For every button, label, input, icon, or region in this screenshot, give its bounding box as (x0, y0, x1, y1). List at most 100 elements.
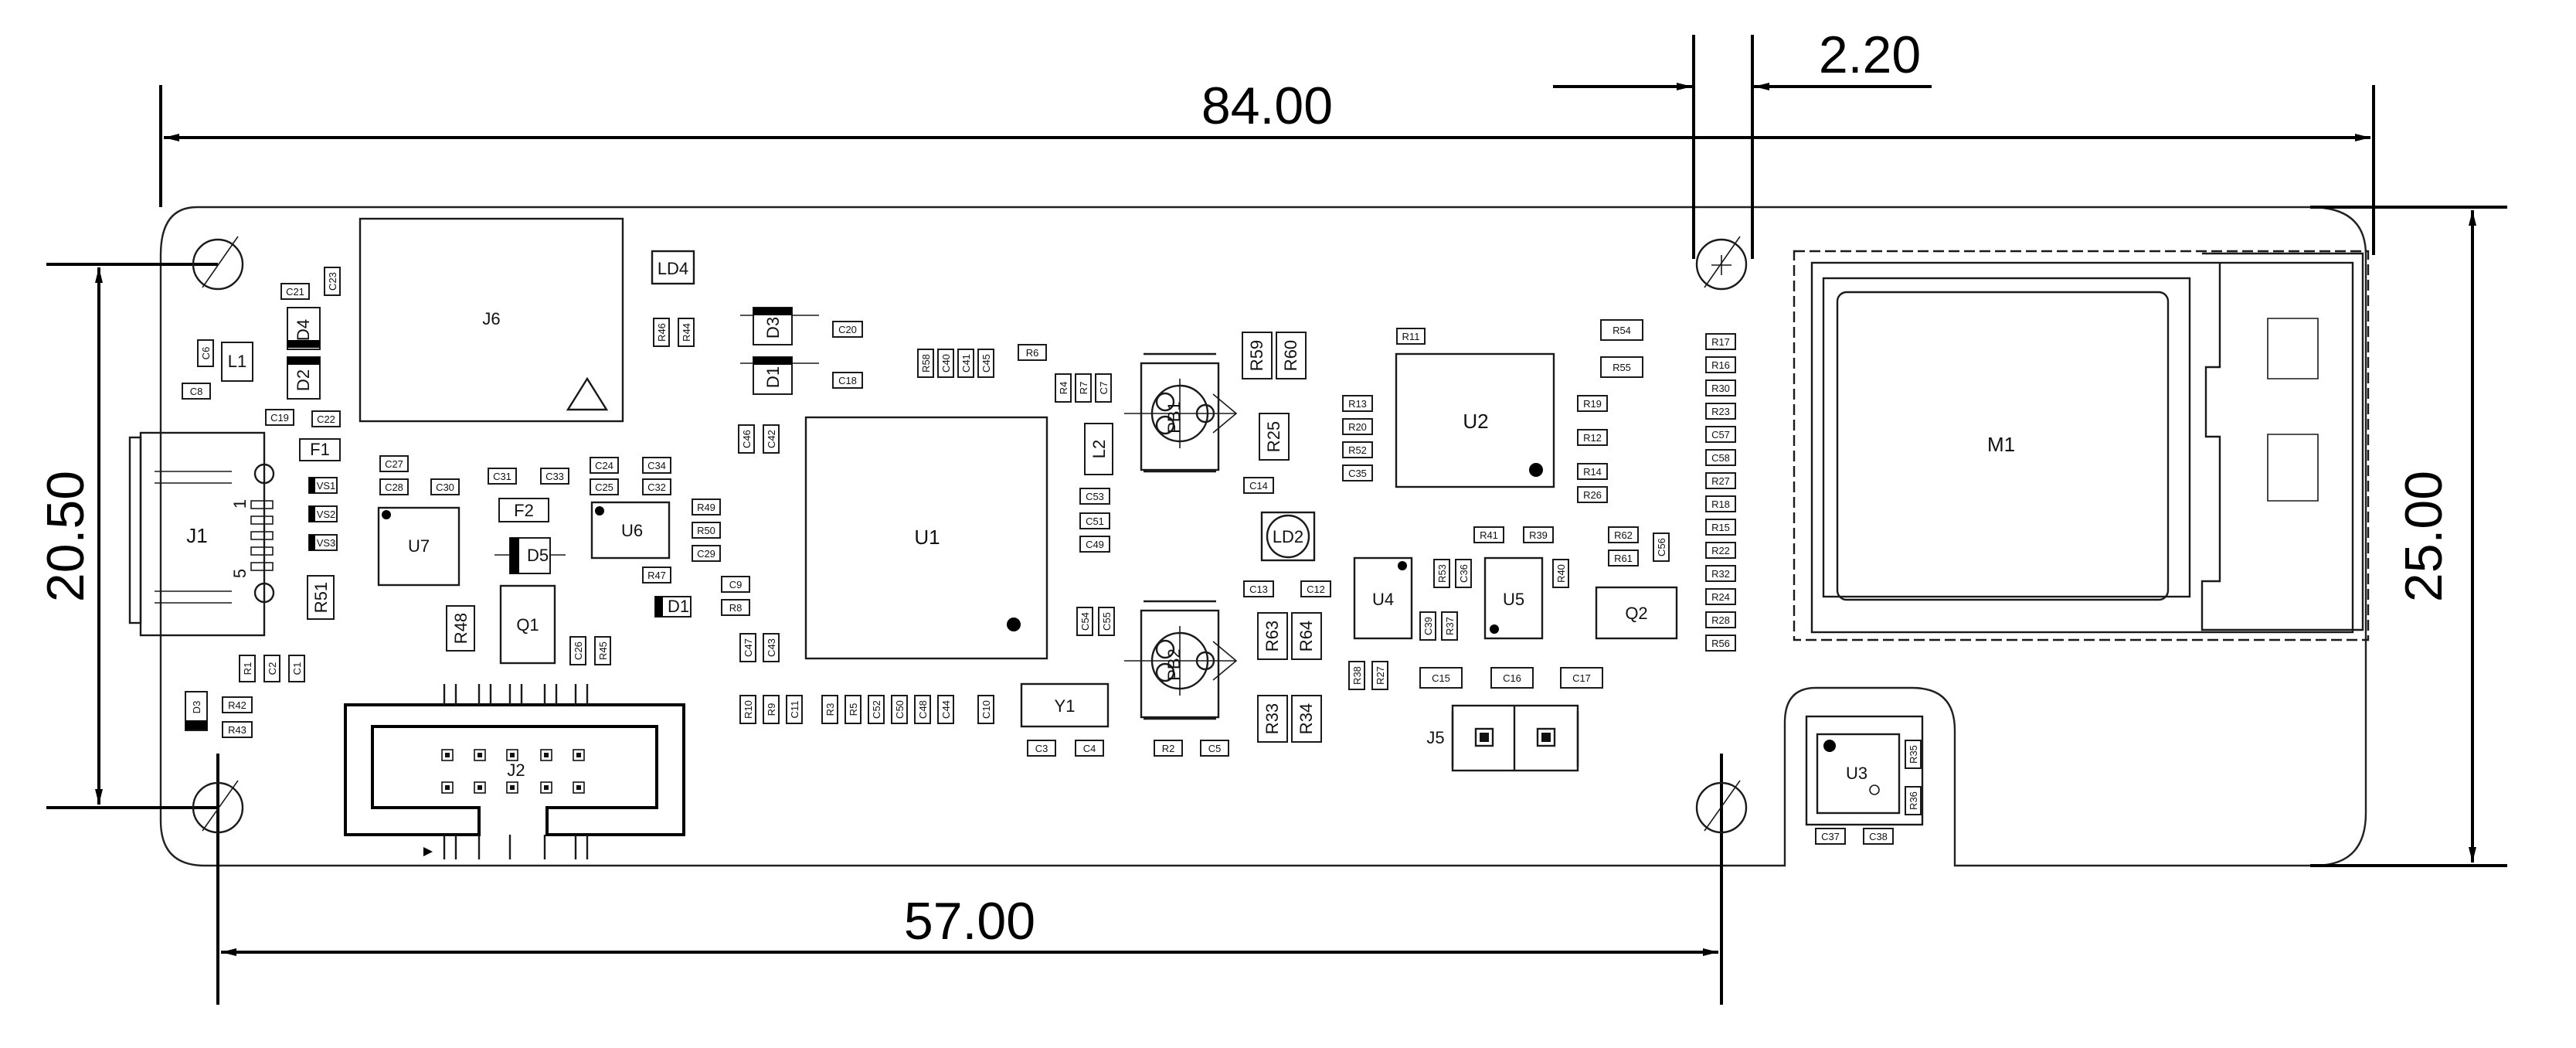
svg-text:R61: R61 (1614, 553, 1633, 564)
svg-text:C36: C36 (1458, 564, 1470, 583)
svg-text:U6: U6 (621, 521, 643, 540)
svg-text:R42: R42 (228, 699, 246, 711)
resistor-r59: R59 (1242, 332, 1273, 379)
svg-text:R46: R46 (656, 323, 668, 342)
svg-text:C19: C19 (270, 412, 289, 424)
svg-text:R20: R20 (1348, 421, 1367, 433)
svg-text:R15: R15 (1711, 522, 1730, 533)
svg-text:C52: C52 (871, 700, 882, 719)
svg-text:D5: D5 (527, 546, 549, 565)
svg-text:PB2: PB2 (1164, 648, 1184, 681)
svg-text:C5: C5 (1208, 743, 1222, 754)
svg-text:C20: C20 (838, 324, 857, 335)
vs-group: VS1 VS2 VS3 (308, 477, 338, 551)
svg-text:C7: C7 (1098, 382, 1110, 395)
svg-text:C40: C40 (940, 354, 952, 373)
button-pb1: PB1 (1124, 352, 1238, 473)
svg-text:C42: C42 (766, 430, 777, 448)
svg-text:C6: C6 (200, 347, 212, 360)
resistor-r63: R63 (1257, 612, 1288, 660)
ic-u2: U2 (1395, 352, 1555, 488)
dim-label-hole-height: 20.50 (36, 471, 95, 602)
dim-label-height-total: 25.00 (2394, 471, 2453, 602)
svg-text:R43: R43 (228, 724, 246, 736)
svg-text:C45: C45 (980, 354, 992, 373)
svg-text:R56: R56 (1711, 638, 1730, 649)
crystal-y1: Y1 (1020, 682, 1110, 728)
svg-text:R9: R9 (766, 703, 777, 716)
svg-text:D3: D3 (763, 317, 783, 339)
svg-text:U5: U5 (1503, 590, 1524, 609)
svg-text:C32: C32 (647, 481, 666, 493)
label-pin1: 1 (230, 499, 250, 509)
svg-text:R37: R37 (1444, 617, 1456, 635)
mounting-hole-top-right (1695, 236, 1748, 291)
svg-text:C57: C57 (1711, 429, 1730, 441)
diode-d2: D2 (287, 356, 321, 400)
svg-text:C24: C24 (595, 460, 613, 471)
svg-text:R35: R35 (1908, 745, 1919, 764)
svg-text:R2: R2 (1162, 743, 1175, 754)
svg-text:C48: C48 (917, 700, 929, 719)
svg-text:C3: C3 (1035, 743, 1048, 754)
svg-text:C12: C12 (1307, 584, 1325, 595)
led-ld2: LD2 (1260, 511, 1316, 562)
ic-u3: U3 (1805, 715, 1924, 826)
svg-text:R62: R62 (1614, 529, 1633, 541)
svg-text:R27: R27 (1711, 475, 1730, 487)
svg-text:R34: R34 (1296, 703, 1316, 734)
module-m1: M1 (1793, 250, 2370, 641)
diode-d3-left: D3 (185, 691, 208, 731)
svg-text:M1: M1 (1987, 433, 2015, 456)
svg-text:J2: J2 (507, 760, 525, 780)
svg-text:R10: R10 (743, 700, 754, 719)
svg-text:U7: U7 (408, 536, 430, 556)
svg-text:C47: C47 (743, 638, 754, 657)
label-pin5: 5 (230, 569, 250, 578)
transistor-q1: Q1 (499, 584, 556, 665)
inductor-l2: L2 (1084, 423, 1113, 475)
svg-text:R16: R16 (1711, 359, 1730, 371)
svg-text:C51: C51 (1086, 515, 1104, 527)
svg-text:R14: R14 (1583, 466, 1602, 478)
svg-text:C49: C49 (1086, 539, 1104, 550)
svg-text:C44: C44 (940, 700, 952, 719)
svg-text:R8: R8 (729, 602, 743, 614)
svg-text:C13: C13 (1249, 584, 1268, 595)
svg-text:R40: R40 (1555, 564, 1567, 583)
svg-text:L1: L1 (228, 352, 246, 371)
svg-text:U4: U4 (1372, 590, 1394, 609)
transistor-q2: Q2 (1595, 586, 1678, 640)
svg-text:C34: C34 (647, 460, 666, 471)
svg-text:R44: R44 (681, 323, 692, 342)
label-j1: J1 (186, 524, 207, 547)
resistor-r33: R33 (1257, 695, 1288, 743)
inductor-l1: L1 (221, 342, 253, 382)
svg-text:C39: C39 (1422, 617, 1434, 635)
svg-text:Y1: Y1 (1055, 696, 1076, 716)
svg-text:R13: R13 (1348, 398, 1367, 410)
svg-text:VS1: VS1 (317, 480, 336, 492)
svg-text:R49: R49 (697, 502, 715, 513)
svg-text:D1: D1 (763, 366, 783, 388)
dimension-height-total: 25.00 (2310, 206, 2507, 867)
resistor-r51: R51 (307, 575, 335, 620)
svg-text:C17: C17 (1572, 672, 1591, 684)
svg-text:R48: R48 (451, 613, 471, 644)
svg-text:R33: R33 (1263, 703, 1282, 734)
svg-text:R53: R53 (1436, 564, 1448, 583)
fuse-f1: F1 (299, 438, 341, 461)
svg-text:D1: D1 (668, 597, 689, 616)
svg-text:R11: R11 (1402, 331, 1420, 342)
svg-text:Q1: Q1 (516, 615, 539, 635)
mounting-hole-top-left (192, 236, 244, 291)
svg-text:C28: C28 (385, 481, 403, 493)
svg-text:R45: R45 (597, 641, 609, 660)
dimension-hole-gap: 2.20 (1553, 26, 1932, 259)
svg-text:C35: C35 (1348, 468, 1367, 479)
svg-text:C43: C43 (766, 638, 777, 657)
connector-j2: J2 (344, 684, 685, 859)
svg-text:PB1: PB1 (1164, 401, 1184, 434)
